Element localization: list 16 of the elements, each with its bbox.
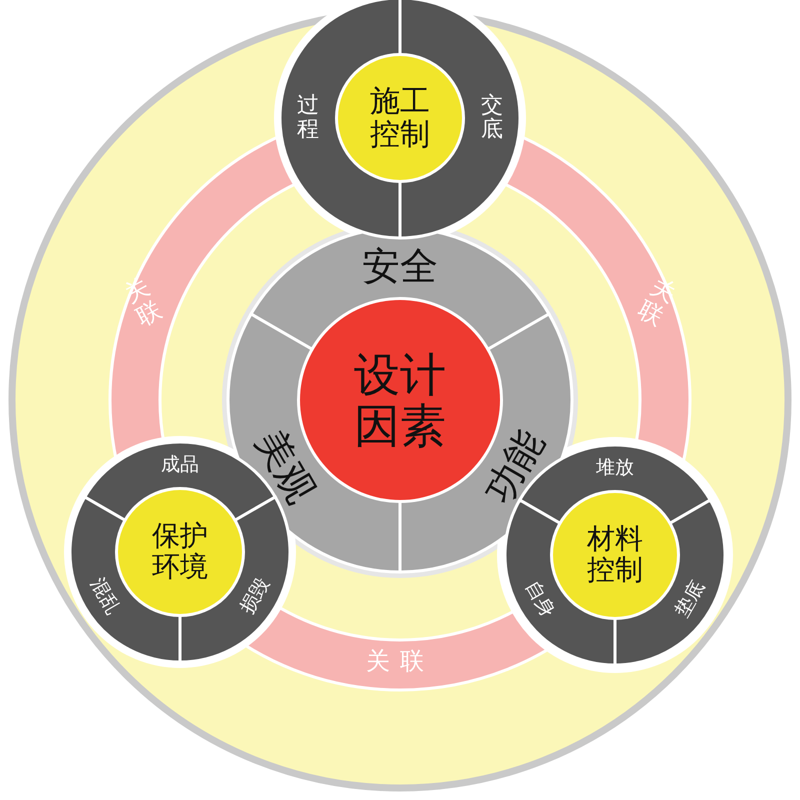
segment-label: 损毁 — [236, 574, 274, 618]
segment-label: 垫底 — [672, 576, 709, 620]
segment-label: 美观 — [248, 423, 322, 510]
segment-label: 安全 — [362, 246, 438, 288]
link-label: 关联 — [366, 646, 434, 677]
center-label: 施工控制 — [369, 85, 431, 151]
segment-label: 成品 — [161, 454, 199, 476]
segment-label: 交底 — [481, 94, 503, 142]
center-label: 保护环境 — [151, 521, 209, 583]
segment-label: 堆放 — [596, 458, 634, 478]
segment-label: 混乱 — [86, 574, 124, 618]
segment-label: 自身 — [521, 576, 558, 620]
segment-label: 功能 — [478, 423, 552, 510]
center-label: 材料控制 — [586, 524, 644, 586]
center-label: 设计因素 — [353, 349, 447, 451]
segment-label: 过程 — [297, 94, 319, 142]
